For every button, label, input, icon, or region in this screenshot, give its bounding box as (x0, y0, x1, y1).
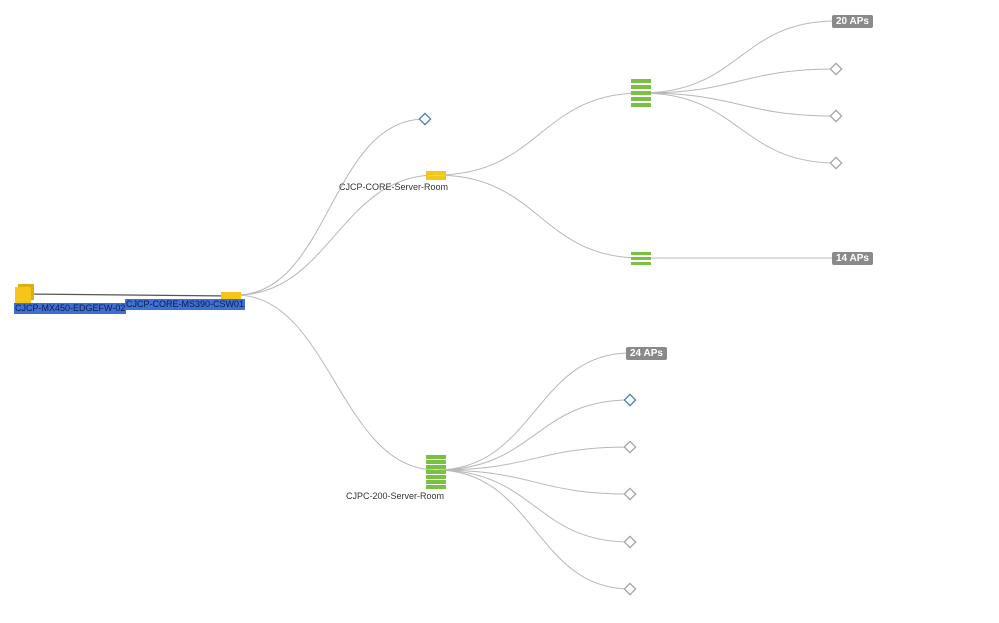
link-200-room-to-endpoint (435, 469, 631, 495)
core-switch-label[interactable]: CJCP-CORE-MS390-CSW01 (125, 299, 246, 310)
link-200-room-to-endpoint (435, 399, 631, 471)
link-edgefw-to-coresw (23, 293, 232, 297)
link-200-room-to-endpoint (435, 469, 631, 590)
link-200-room-to-24aps (435, 352, 631, 471)
endpoint-diamond-icon[interactable] (829, 62, 843, 76)
link-stack-a-to-20aps (640, 20, 837, 94)
switch-icon (221, 292, 241, 299)
endpoint-nodes (418, 62, 843, 596)
link-stack-a-to-endpoint (640, 92, 837, 164)
endpoint-diamond-icon[interactable] (829, 156, 843, 170)
endpoint-diamond-icon[interactable] (623, 440, 637, 454)
ap-group-badge[interactable]: 24 APs (626, 347, 667, 360)
ap-group-badge[interactable]: 14 APs (832, 252, 873, 265)
switch-icon (426, 171, 446, 175)
endpoint-diamond-icon[interactable] (418, 112, 432, 126)
switch-stack-icon (631, 79, 651, 83)
link-coresw-to-endpoint (235, 118, 426, 296)
topology-links (23, 20, 837, 590)
switch-stack-b-node[interactable] (631, 252, 651, 265)
link-core-room-to-stack-b (435, 174, 642, 259)
edge-firewall-node[interactable] (15, 284, 34, 303)
link-200-room-to-endpoint (435, 446, 631, 471)
endpoint-diamond-icon[interactable] (829, 109, 843, 123)
core-server-room-node[interactable] (426, 171, 446, 180)
switch-stack-icon (631, 252, 651, 255)
pc200-server-room-label[interactable]: CJPC-200-Server-Room (346, 491, 445, 501)
ap-group-badge[interactable]: 20 APs (832, 15, 873, 28)
link-stack-a-to-endpoint (640, 68, 837, 94)
link-200-room-to-endpoint (435, 469, 631, 543)
switch-stack-a-node[interactable] (631, 79, 651, 107)
link-coresw-to-200-server-room (235, 294, 437, 471)
link-core-room-to-stack-a (435, 92, 642, 176)
core-switch-node[interactable] (221, 292, 241, 299)
core-server-room-label[interactable]: CJCP-CORE-Server-Room (339, 182, 449, 192)
link-coresw-to-core-server-room (235, 174, 437, 296)
edge-firewall-label[interactable]: CJCP-MX450-EDGEFW-02 (14, 303, 127, 314)
firewall-icon (15, 287, 31, 303)
endpoint-diamond-icon[interactable] (623, 535, 637, 549)
switch-stack-icon (426, 455, 446, 459)
endpoint-diamond-icon[interactable] (623, 393, 637, 407)
endpoint-diamond-icon[interactable] (623, 582, 637, 596)
link-stack-a-to-endpoint (640, 92, 837, 117)
pc200-server-room-node[interactable] (426, 455, 446, 489)
endpoint-diamond-icon[interactable] (623, 487, 637, 501)
